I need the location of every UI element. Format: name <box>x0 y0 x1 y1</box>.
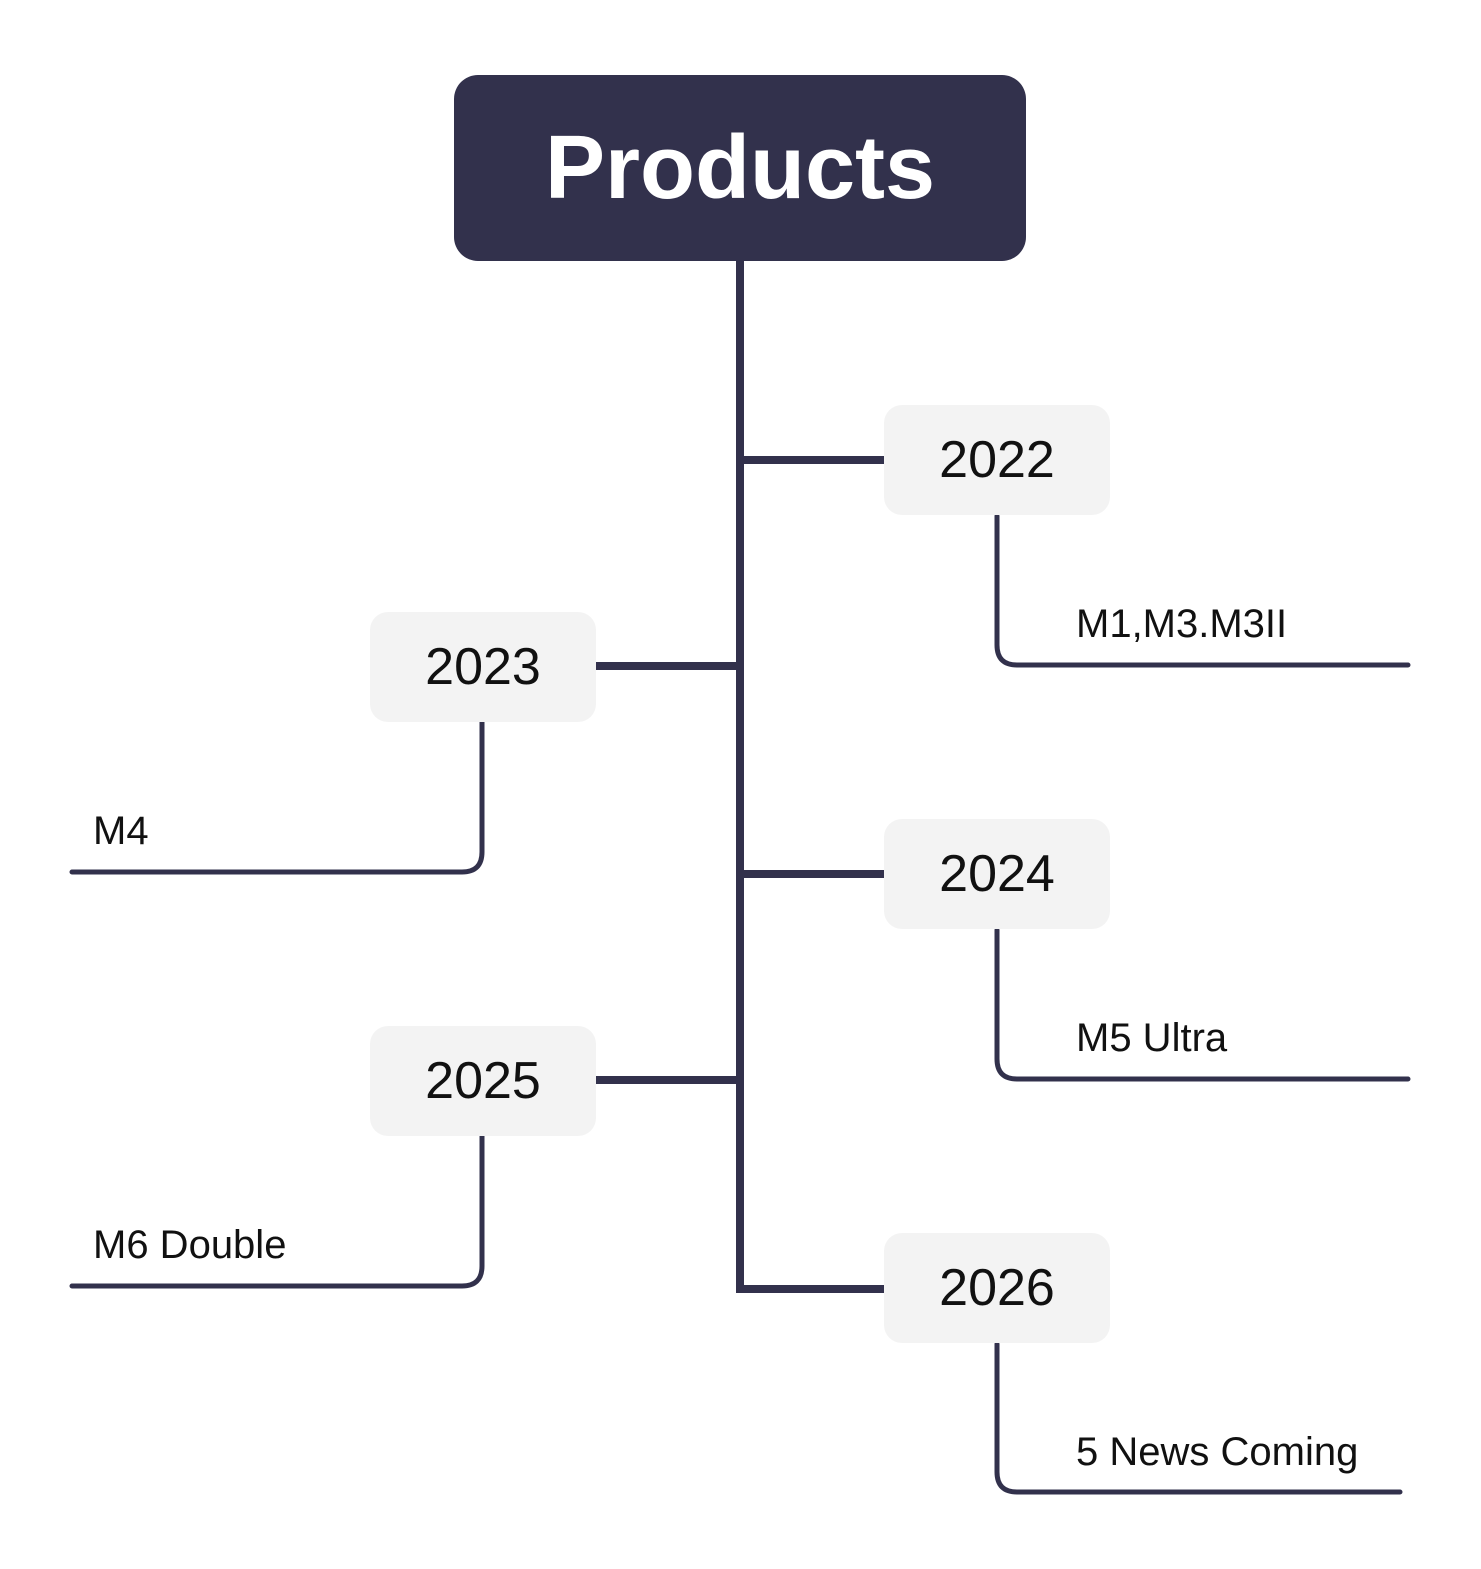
year-node-2025[interactable]: 2025 <box>370 1026 596 1136</box>
year-label-2024: 2024 <box>939 845 1055 903</box>
leaf-label-2025[interactable]: M6 Double <box>93 1223 287 1267</box>
year-node-2022[interactable]: 2022 <box>884 405 1110 515</box>
leaf-label-2026[interactable]: 5 News Coming <box>1076 1430 1359 1474</box>
year-label-2023: 2023 <box>425 638 541 696</box>
leaf-label-2024[interactable]: M5 Ultra <box>1076 1016 1228 1060</box>
year-label-2025: 2025 <box>425 1052 541 1110</box>
year-label-2022: 2022 <box>939 431 1055 489</box>
leaf-line-2022 <box>994 513 1411 668</box>
year-label-2026: 2026 <box>939 1259 1055 1317</box>
year-node-2024[interactable]: 2024 <box>884 819 1110 929</box>
leaf-line-2026 <box>994 1341 1403 1495</box>
root-node-label: Products <box>544 117 936 218</box>
leaf-label-2023[interactable]: M4 <box>93 809 149 853</box>
leaf-label-2022[interactable]: M1,M3.M3II <box>1076 602 1288 646</box>
trunk-line <box>736 261 884 1293</box>
year-node-2026[interactable]: 2026 <box>884 1233 1110 1343</box>
leaf-line-2023 <box>69 719 485 875</box>
year-node-2023[interactable]: 2023 <box>370 612 596 722</box>
leaf-line-2025 <box>69 1133 485 1289</box>
root-node-products[interactable]: Products <box>454 75 1026 261</box>
leaf-line-2024 <box>994 927 1411 1082</box>
